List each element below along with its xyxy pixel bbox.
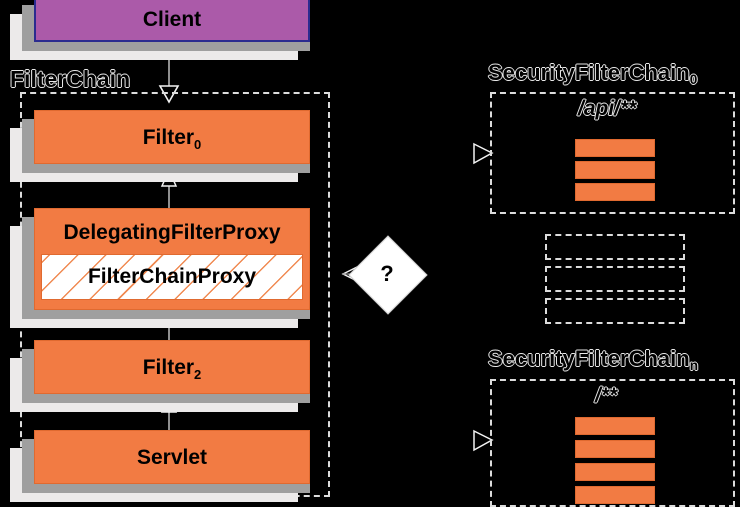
chain-last-pattern: /** — [594, 384, 618, 408]
filterchain-group-label: FilterChain — [9, 66, 131, 93]
chain-first-title-subscript: 0 — [689, 72, 698, 88]
delegating-filter-proxy-box[interactable]: DelegatingFilterProxy FilterChainProxy — [10, 208, 310, 328]
chain-last-container — [490, 379, 735, 507]
chain-last-title-subscript: n — [689, 358, 699, 374]
dfp-title: DelegatingFilterProxy — [63, 221, 281, 244]
servlet-box[interactable]: Servlet — [10, 430, 310, 502]
filter2-label: Filter2 — [35, 355, 309, 381]
chain-last-filter-bar[interactable] — [575, 486, 655, 504]
client-label: Client — [142, 7, 202, 31]
chain-ellipsis-row — [545, 234, 685, 260]
servlet-label: Servlet — [136, 445, 208, 469]
filter2-face: Filter2 — [34, 340, 310, 394]
chain-last-filter-bar[interactable] — [575, 417, 655, 435]
chain-first-filter-bar[interactable] — [575, 183, 655, 201]
servlet-face: Servlet — [34, 430, 310, 484]
filter2-label-subscript: 2 — [194, 366, 202, 382]
client-face: Client — [34, 0, 310, 42]
filter0-face: Filter0 — [34, 110, 310, 164]
chain-first-filter-bar[interactable] — [575, 161, 655, 179]
chain-last-filter-bar[interactable] — [575, 440, 655, 458]
filter0-label: Filter0 — [35, 125, 309, 151]
filter0-box[interactable]: Filter0 — [10, 110, 310, 182]
chain-last-filter-bar[interactable] — [575, 463, 655, 481]
filter0-label-subscript: 0 — [194, 136, 202, 152]
dfp-face: DelegatingFilterProxy FilterChainProxy — [34, 208, 310, 310]
chain-first-title: SecurityFilterChain0 — [488, 60, 698, 88]
chain-last-title-text: SecurityFilterChain — [488, 346, 691, 372]
chain-first-title-text: SecurityFilterChain — [488, 60, 691, 86]
chain-first-filter-bar[interactable] — [575, 139, 655, 157]
filter0-label-text: Filter — [142, 125, 195, 149]
chain-ellipsis-row — [545, 298, 685, 324]
filterchainproxy-box[interactable]: FilterChainProxy — [41, 254, 303, 300]
chain-last-title: SecurityFilterChainn — [488, 346, 699, 374]
decision-label: ? — [380, 261, 394, 286]
filter2-box[interactable]: Filter2 — [10, 340, 310, 412]
chain-ellipsis-row — [545, 266, 685, 292]
client-box[interactable]: Client — [10, 0, 310, 60]
chain-first-pattern: /api/** — [577, 97, 637, 121]
decision-label-wrap: ? — [360, 247, 414, 301]
filter2-label-text: Filter — [142, 355, 195, 379]
filterchainproxy-label: FilterChainProxy — [87, 265, 257, 288]
chain-first-container — [490, 92, 735, 214]
